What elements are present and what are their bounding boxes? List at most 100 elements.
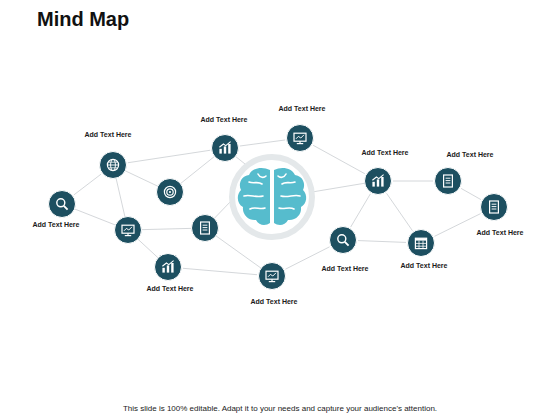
icon-circle [157, 179, 184, 206]
icon-node: Add Text Here [257, 261, 287, 291]
node-label: Add Text Here [63, 130, 153, 139]
mesh-line [205, 200, 232, 228]
search-icon [338, 235, 349, 246]
slide-title: Mind Map [37, 8, 129, 31]
connector-line [461, 188, 481, 199]
node-circle [100, 152, 127, 179]
node-label: Add Text Here [340, 148, 430, 157]
mesh-line [170, 148, 225, 192]
icon-circle [115, 217, 142, 244]
node-circle-shape [406, 228, 436, 258]
icon-node: Add Text Here [328, 225, 358, 255]
document-icon [201, 222, 210, 234]
node-circle-shape [363, 166, 393, 196]
monitor-icon [294, 133, 306, 143]
connector-line [183, 268, 257, 274]
connector-line [240, 140, 285, 146]
connector-line [358, 241, 406, 243]
node-circle-shape [433, 166, 463, 196]
document-icon [490, 201, 499, 213]
mesh-line [128, 230, 168, 267]
brain-ring [232, 157, 312, 237]
node-label: Add Text Here [455, 228, 545, 237]
brain-fold [258, 174, 266, 177]
brain-fold [278, 174, 286, 177]
node-circle [212, 135, 239, 162]
mesh-line [113, 165, 170, 192]
mesh-line [128, 228, 205, 230]
brain-fold [249, 182, 262, 184]
brain-fold [279, 208, 294, 209]
mesh-line [312, 181, 378, 192]
brain-left [238, 168, 270, 225]
node-circle-shape [98, 150, 128, 180]
connector-line [313, 145, 365, 174]
mesh-line [225, 148, 250, 168]
node-circle-shape [47, 189, 77, 219]
node-circle [287, 125, 314, 152]
connector-line [387, 193, 413, 230]
node-label: Add Text Here [379, 261, 469, 270]
brain-right [274, 168, 306, 225]
connector-line [351, 194, 371, 227]
brain-fold [250, 208, 265, 209]
icon-circle [192, 215, 219, 242]
node-circle [435, 168, 462, 195]
monitor-icon [122, 225, 134, 235]
calendar-icon [415, 238, 426, 248]
target-icon [164, 186, 175, 197]
node-circle-shape [153, 252, 183, 282]
node-label: Add Text Here [125, 284, 215, 293]
mesh-line [62, 204, 128, 230]
node-circle [155, 254, 182, 281]
search-icon [57, 199, 68, 210]
brain-folds [244, 174, 300, 209]
icon-node: Add Text Here [98, 150, 128, 180]
chart-icon [372, 175, 383, 187]
node-circle [408, 230, 435, 257]
node-circle-shape [257, 261, 287, 291]
connector-line [128, 150, 210, 162]
globe-icon [107, 159, 118, 170]
icon-node: Add Text Here [433, 166, 463, 196]
node-label: Add Text Here [179, 115, 269, 124]
node-label: Add Text Here [11, 220, 101, 229]
slide-caption: This slide is 100% editable. Adapt it to… [0, 404, 560, 413]
node-label: Add Text Here [229, 297, 319, 306]
brain-shape [238, 168, 306, 225]
connector-line [434, 214, 480, 237]
icon-node: Add Text Here [47, 189, 77, 219]
mesh-line [113, 165, 128, 230]
node-circle [49, 191, 76, 218]
node-circle-shape [210, 133, 240, 163]
brain-fold [244, 195, 263, 196]
chart-icon [162, 261, 173, 273]
icon-node: Add Text Here [406, 228, 436, 258]
document-icon [444, 175, 453, 187]
icon-node: Add Text Here [479, 192, 509, 222]
node-label: Add Text Here [425, 150, 515, 159]
node-circle [365, 168, 392, 195]
mesh-line [205, 228, 272, 276]
connector-line [393, 181, 433, 182]
brain-illustration [232, 157, 312, 237]
node-circle-shape [479, 192, 509, 222]
icon-node: Add Text Here [210, 133, 240, 163]
chart-icon [219, 142, 230, 154]
icon-node: Add Text Here [153, 252, 183, 282]
node-circle [481, 194, 508, 221]
node-circle [330, 227, 357, 254]
node-circle [259, 263, 286, 290]
icon-node: Add Text Here [363, 166, 393, 196]
monitor-icon [266, 271, 278, 281]
node-circle-shape [285, 123, 315, 153]
node-circle-shape [328, 225, 358, 255]
connector-line [74, 174, 101, 195]
mesh-lines [62, 148, 378, 276]
icon-node: Add Text Here [285, 123, 315, 153]
